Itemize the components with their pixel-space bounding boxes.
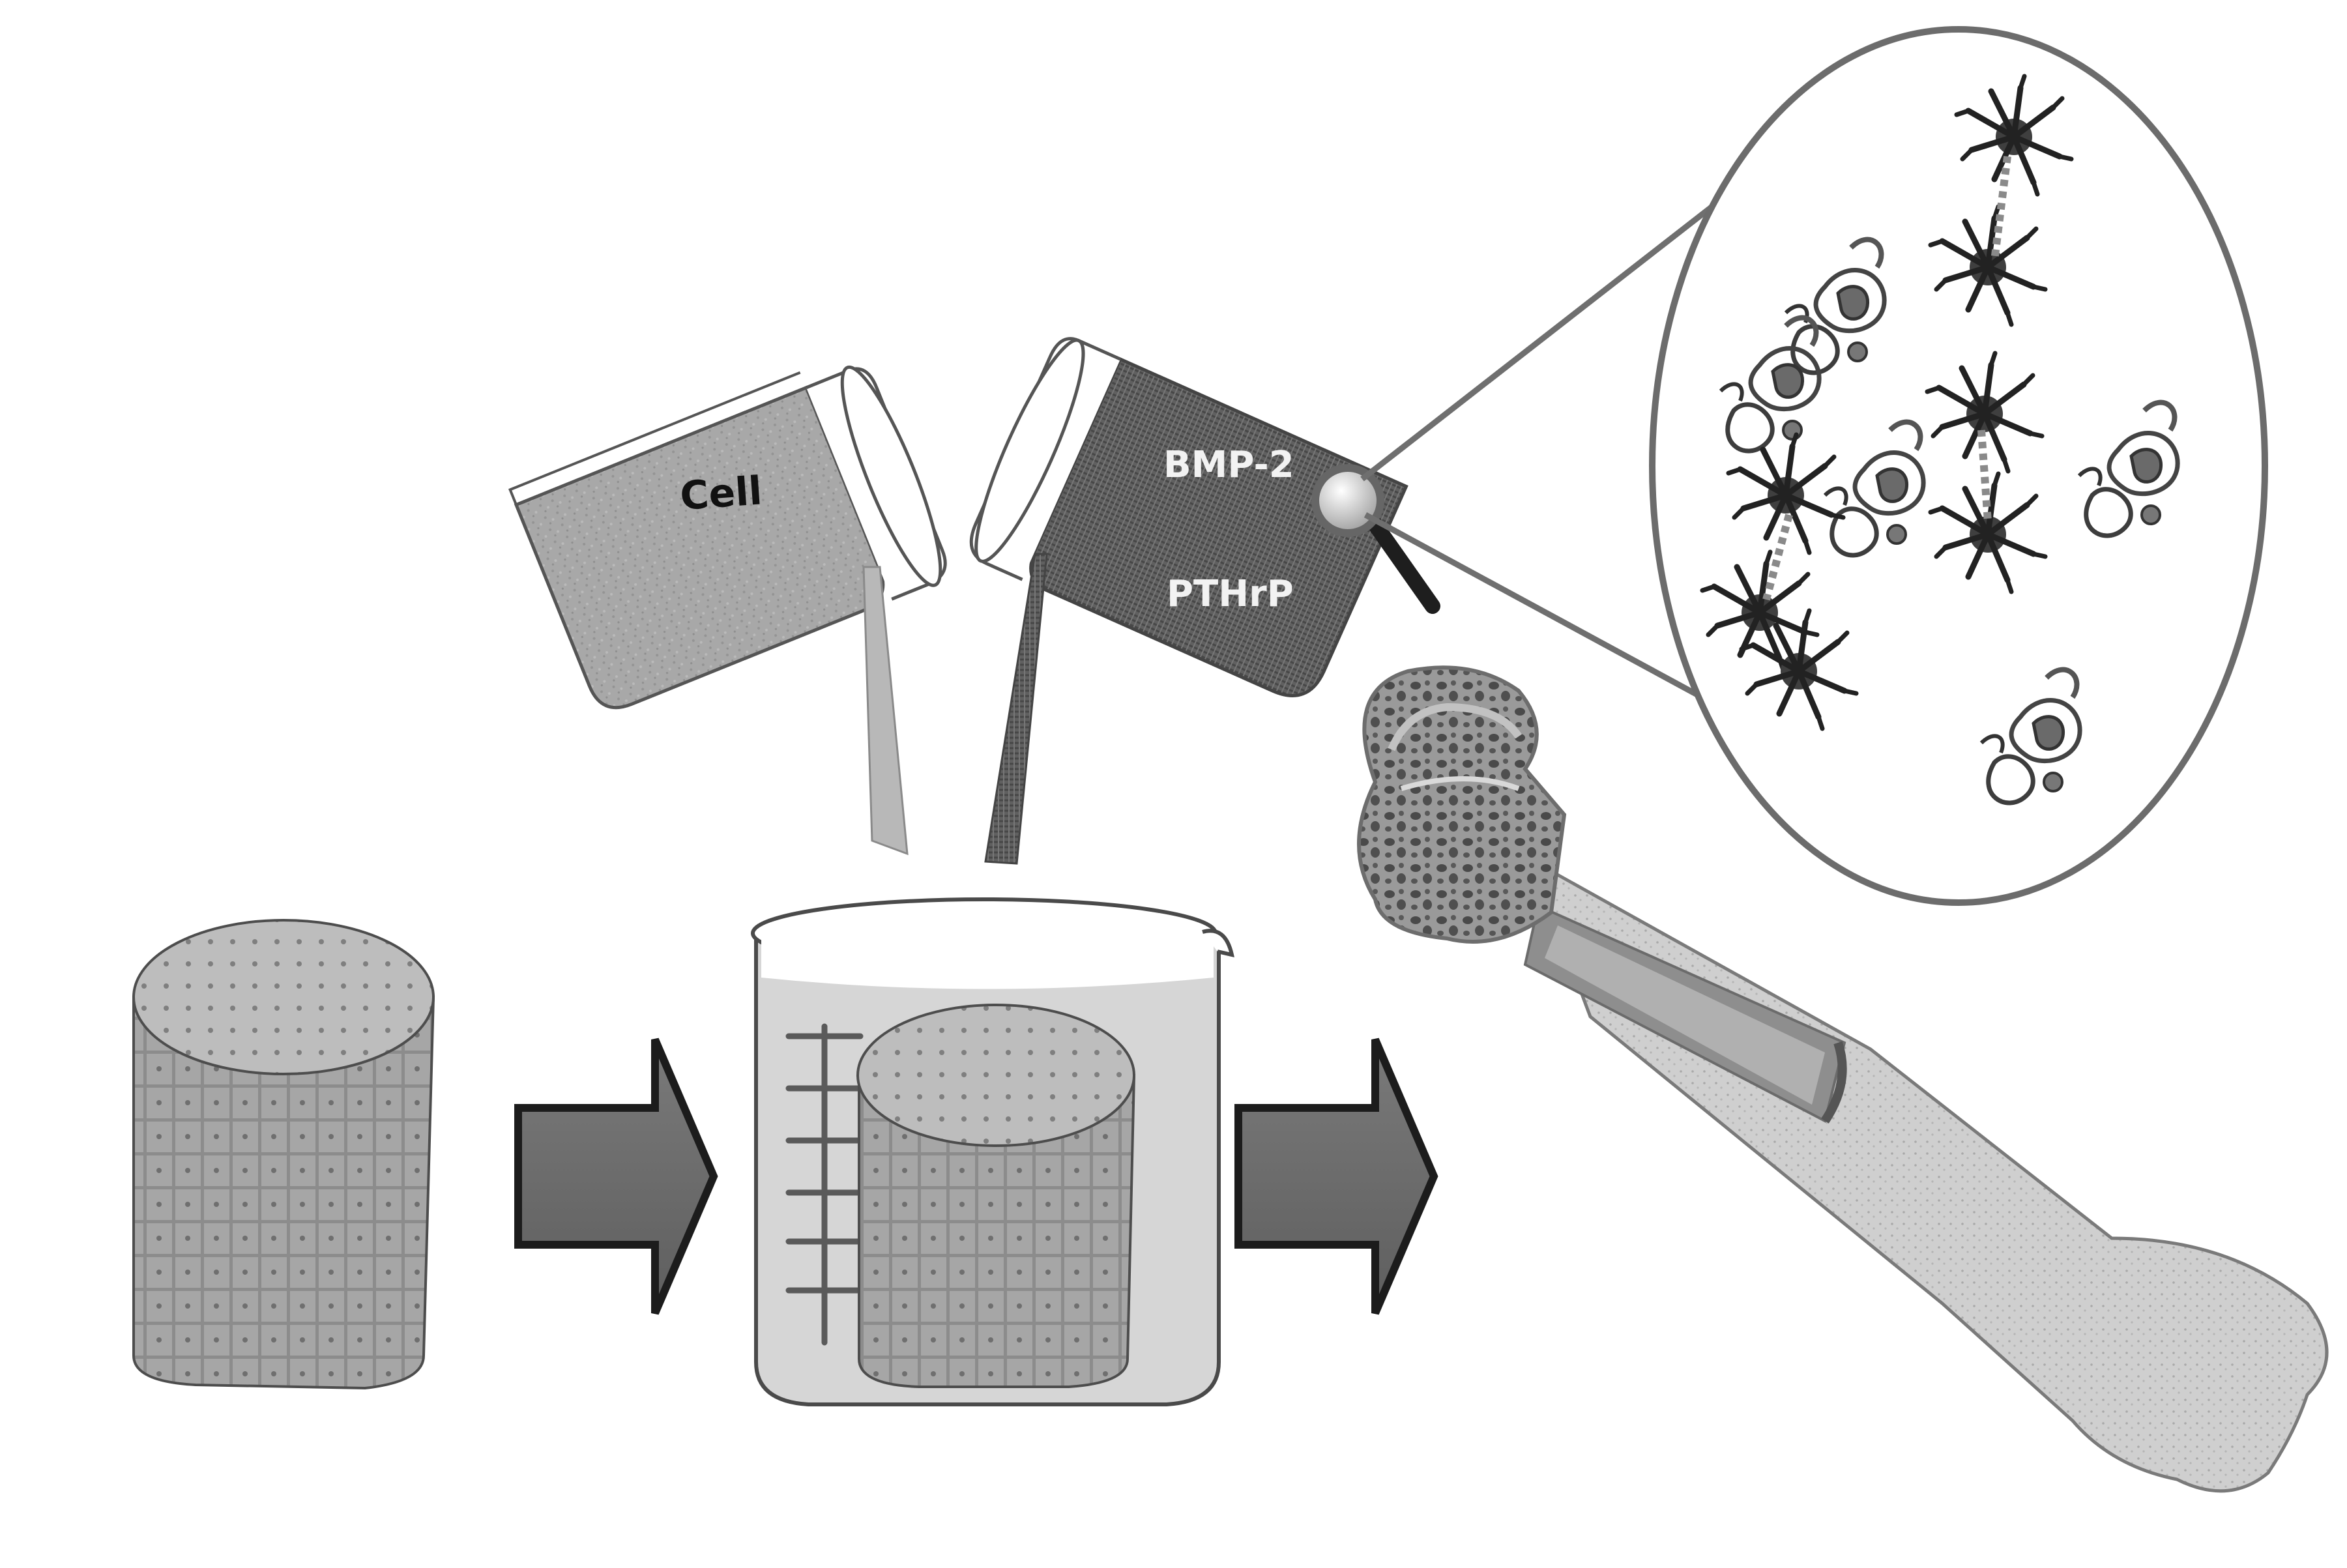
scaffold-icon (132, 919, 435, 1390)
zoom-line-top (1360, 167, 1762, 482)
cell-beaker-icon (508, 365, 947, 710)
arrow-right-icon (1234, 1038, 1438, 1315)
bmp2-label: BMP-2 (1163, 444, 1294, 486)
magnifier-icon (1311, 464, 1440, 614)
arrow-right-icon (514, 1038, 718, 1315)
bone-icon (1357, 665, 2329, 1493)
pthrp-label: PTHrP (1167, 573, 1294, 615)
cell-label: Cell (678, 468, 763, 519)
growth-factor-pour-stream (984, 553, 1048, 865)
culture-beaker (751, 897, 1234, 1406)
growth-factor-beaker-icon (969, 337, 1408, 697)
protein-cluster-icon (1649, 26, 2268, 906)
zoom-line-bottom (1363, 512, 1716, 706)
cell-pour-stream (862, 566, 909, 856)
